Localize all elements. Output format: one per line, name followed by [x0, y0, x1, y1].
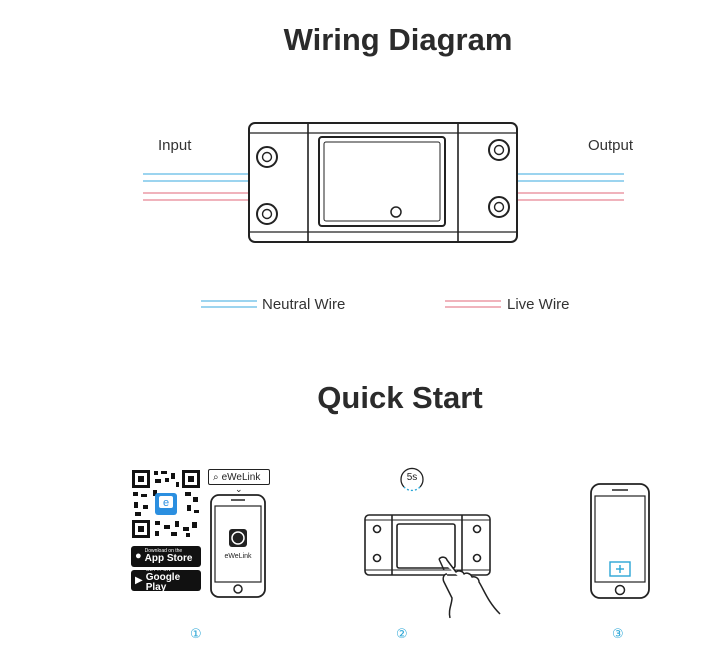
screw-icon: [488, 139, 510, 161]
wiring-device-diagram: [143, 122, 624, 243]
quick-start-title: Quick Start: [317, 380, 483, 415]
step-2-number: ②: [396, 626, 408, 641]
step-1-number: ①: [190, 626, 202, 641]
app-search-box[interactable]: ⌕ eWeLink: [208, 469, 270, 485]
live-wire-legend-label: Live Wire: [507, 296, 570, 313]
play-icon: ▶: [135, 574, 143, 586]
app-search-text: eWeLink: [221, 471, 261, 483]
google-play-small-text: GET IT ON: [145, 567, 171, 573]
screw-icon: [488, 196, 510, 218]
google-play-badge[interactable]: ▶ GET IT ON Google Play: [131, 567, 201, 593]
hand-icon: [438, 556, 501, 619]
app-store-badge[interactable]: ● Download on the App Store: [131, 546, 201, 567]
svg-text:e: e: [163, 497, 169, 509]
app-store-big-text: App Store: [144, 553, 193, 564]
chevron-down-icon: ⌄: [235, 484, 243, 494]
screw-icon: [372, 524, 382, 534]
timer-icon: [400, 467, 424, 492]
app-store-small-text: Download on the: [144, 548, 183, 554]
apple-icon: ●: [135, 550, 142, 562]
add-device-icon: [609, 561, 631, 577]
smart-switch-device: [248, 122, 518, 243]
screw-icon: [256, 203, 278, 225]
screw-icon: [256, 146, 278, 168]
google-play-big-text: Google Play: [145, 572, 181, 593]
reset-button-icon: [390, 206, 402, 218]
output-label: Output: [588, 137, 634, 154]
reset-timer-label: 5s: [406, 472, 418, 483]
phone-app-name: eWeLink: [224, 553, 252, 560]
input-wires: [143, 173, 250, 201]
device-reset-diagram: [364, 514, 501, 619]
output-wires: [516, 173, 624, 201]
neutral-wire-legend-swatch: [201, 300, 257, 308]
step-3-number: ③: [612, 626, 624, 641]
neutral-wire-legend-label: Neutral Wire: [262, 296, 346, 313]
qr-code: e: [131, 469, 201, 539]
wiring-diagram-title: Wiring Diagram: [283, 22, 513, 57]
search-icon: ⌕: [213, 471, 219, 483]
phone-with-app: [210, 494, 266, 598]
phone-add-device: [590, 483, 650, 599]
input-label: Input: [158, 137, 192, 154]
live-wire-legend-swatch: [445, 300, 501, 308]
